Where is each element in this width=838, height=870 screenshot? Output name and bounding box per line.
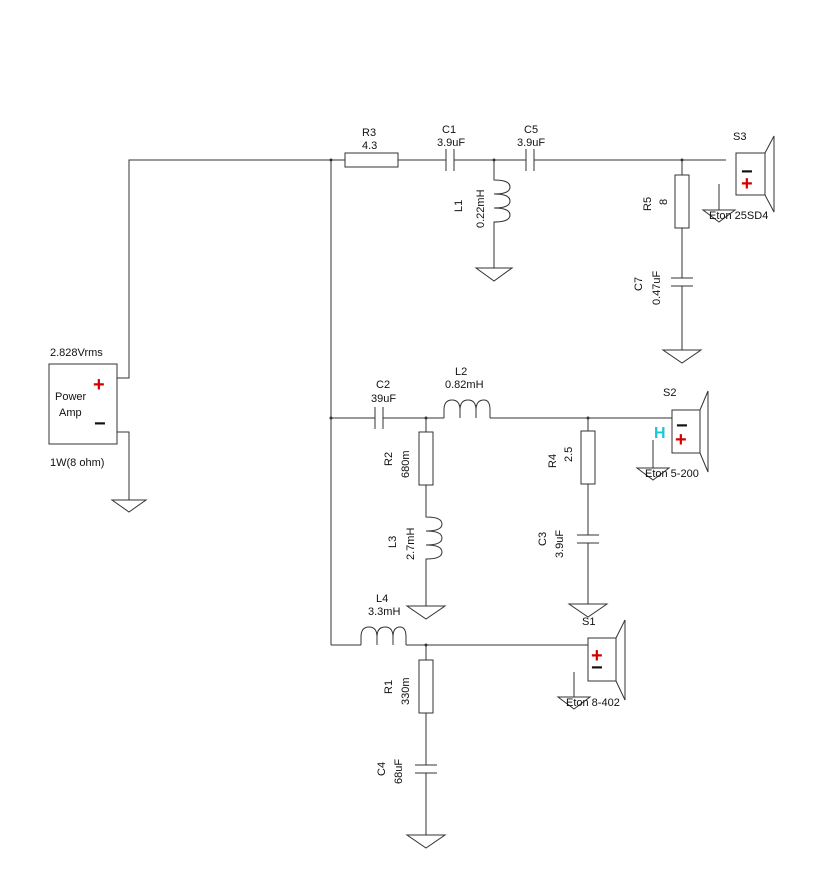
capacitor-c7 (671, 277, 693, 287)
s3-plus-terminal-icon: + (741, 173, 753, 195)
s2-marker-icon: H (654, 425, 666, 442)
s3-model: Eton 25SD4 (709, 210, 768, 222)
capacitor-c4 (415, 764, 437, 774)
s3-minus-terminal-icon: − (741, 161, 753, 183)
capacitor-c5 (525, 149, 535, 171)
capacitor-c3 (577, 534, 599, 544)
s1-model: Eton 8-402 (566, 697, 620, 709)
s2-ref: S2 (663, 387, 676, 399)
r5-ref: R5 (642, 197, 654, 211)
c5-ref: C5 (524, 124, 538, 136)
r1-ref: R1 (383, 680, 395, 694)
junction-dot (424, 643, 428, 647)
l4-value: 3.3mH (368, 606, 400, 618)
s2-model: Eton 5-200 (645, 468, 699, 480)
c7-ref: C7 (633, 277, 645, 291)
junction-dot (329, 158, 333, 162)
s1-plus-terminal-icon: + (591, 645, 603, 667)
r5-value: 8 (658, 199, 670, 205)
source-name-line1: Power (55, 391, 87, 403)
ground-amp-icon (110, 499, 148, 513)
c1-ref: C1 (442, 124, 456, 136)
l2-value: 0.82mH (445, 379, 484, 391)
midrange-branch: C2 39uF L2 0.82mH R2 680m L3 2.7mH R4 2.… (331, 366, 709, 620)
s3-ref: S3 (733, 131, 746, 143)
l1-value: 0.22mH (475, 189, 487, 228)
tweeter-branch: R3 4.3 C1 3.9uF L1 0.22mH C5 3.9uF R5 8 … (344, 124, 775, 364)
c7-value: 0.47uF (651, 270, 663, 305)
wire-amp-plus (117, 159, 345, 379)
resistor-r4 (580, 430, 596, 485)
r3-ref: R3 (362, 127, 376, 139)
junction-dot (492, 158, 496, 162)
r4-value: 2.5 (563, 447, 575, 462)
speaker-s1-box (587, 637, 617, 682)
resistor-r5 (674, 174, 690, 229)
inductor-l1 (493, 160, 511, 268)
r3-value: 4.3 (362, 140, 377, 152)
r2-value: 680m (400, 450, 412, 478)
l3-value: 2.7mH (405, 528, 417, 560)
speaker-s3-cone (764, 135, 775, 213)
inductor-l2 (443, 399, 491, 418)
capacitor-c1 (445, 149, 455, 171)
power-amp-box (48, 363, 118, 445)
ground-l3-icon (405, 605, 447, 620)
r1-value: 330m (400, 677, 412, 705)
capacitor-c2 (374, 407, 384, 429)
amp-minus-terminal-icon: − (94, 413, 106, 435)
source-voltage-label: 2.828Vrms (50, 347, 103, 359)
junction-dot (586, 416, 590, 420)
amp-plus-terminal-icon: + (93, 374, 105, 396)
r2-ref: R2 (383, 452, 395, 466)
ground-c7-icon (661, 349, 703, 364)
c3-value: 3.9uF (554, 530, 566, 558)
c4-ref: C4 (376, 762, 388, 776)
l1-ref: L1 (453, 200, 465, 212)
s2-plus-terminal-icon: + (675, 429, 687, 451)
l4-ref: L4 (376, 593, 388, 605)
s1-minus-terminal-icon: − (591, 657, 603, 679)
l2-ref: L2 (455, 366, 467, 378)
source-name-line2: Amp (59, 407, 82, 419)
resistor-r2 (418, 431, 434, 486)
ground-s1-icon (556, 696, 592, 710)
wire-amp-minus (117, 431, 130, 500)
s2-minus-terminal-icon: − (676, 415, 688, 437)
source-power-label: 1W(8 ohm) (50, 457, 104, 469)
c4-value: 68uF (393, 759, 405, 784)
junction-dot (680, 158, 684, 162)
l3-ref: L3 (387, 536, 399, 548)
junction-dots (329, 158, 684, 647)
r4-ref: R4 (547, 454, 559, 468)
junction-dot (329, 416, 333, 420)
c2-value: 39uF (371, 393, 396, 405)
ground-l1-icon (474, 267, 514, 282)
speaker-s2-cone (699, 390, 709, 473)
speaker-s2-box (671, 409, 701, 454)
woofer-branch: L4 3.3mH R1 330m C4 68uF S1 + − Eton 8-4… (331, 593, 626, 849)
ground-c4-icon (405, 834, 447, 849)
c2-ref: C2 (376, 379, 390, 391)
ground-c3-icon (567, 603, 609, 618)
power-amp: 2.828Vrms Power Amp + − 1W(8 ohm) (48, 347, 118, 469)
c3-ref: C3 (537, 532, 549, 546)
s1-ref: S1 (582, 616, 595, 628)
inductor-l3 (425, 485, 443, 606)
ground-s3-icon (701, 209, 737, 223)
resistor-r1 (418, 659, 434, 714)
c5-value: 3.9uF (517, 137, 545, 149)
speaker-s1-cone (615, 619, 626, 701)
ground-s2-icon (635, 467, 671, 481)
junction-dot (424, 416, 428, 420)
resistor-r3 (344, 152, 399, 168)
inductor-l4 (360, 626, 407, 645)
speaker-s3-box (735, 152, 766, 196)
c1-value: 3.9uF (437, 137, 465, 149)
